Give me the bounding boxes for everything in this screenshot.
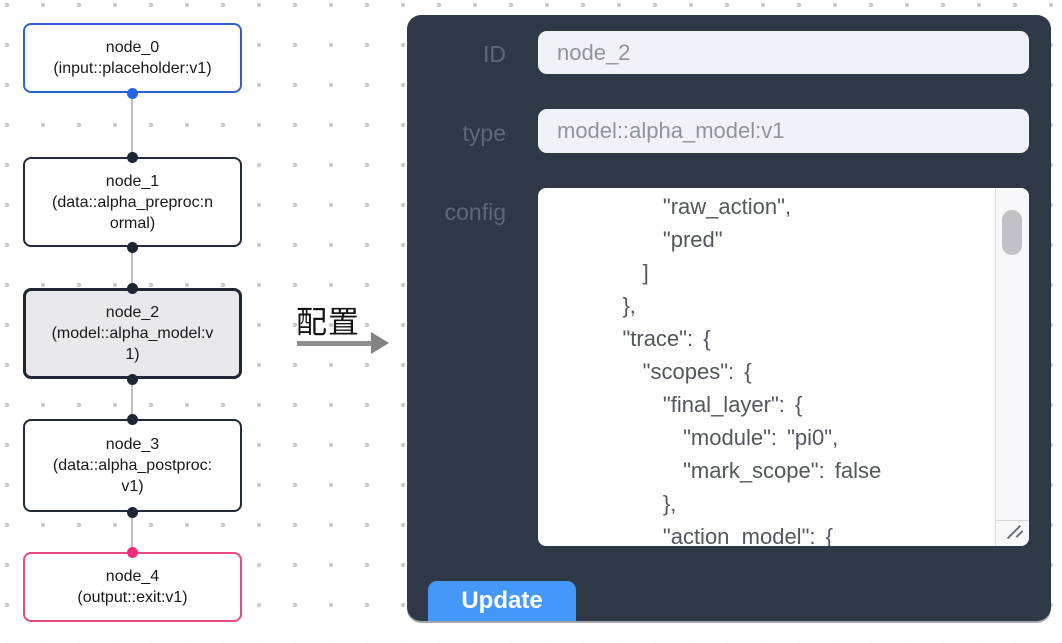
- update-button[interactable]: Update: [428, 581, 576, 621]
- edge-node0-node1: [131, 93, 133, 157]
- input-port-icon[interactable]: [126, 151, 138, 163]
- node-subtitle: (data::alpha_preproc:normal): [52, 193, 213, 232]
- node-subtitle: (output::exit:v1): [77, 589, 188, 606]
- edge-node2-node3: [131, 379, 133, 419]
- scrollbar-thumb[interactable]: [1002, 210, 1022, 255]
- graph-node-node_4[interactable]: node_4 (output::exit:v1): [23, 552, 242, 622]
- arrow-head-icon: [371, 332, 389, 354]
- node-title: node_2: [105, 304, 160, 321]
- config-editor[interactable]: "raw_action", "pred" ] }, "trace": { "sc…: [538, 188, 1029, 546]
- arrow-right-icon: [297, 341, 373, 346]
- node-subtitle: (data::alpha_postproc:v1): [52, 457, 213, 495]
- node-subtitle: (model::alpha_model:v1): [51, 325, 214, 363]
- output-port-icon[interactable]: [126, 87, 138, 99]
- type-field-label: type: [462, 120, 506, 146]
- output-port-icon[interactable]: [126, 373, 138, 385]
- graph-node-node_3[interactable]: node_3 (data::alpha_postproc:v1): [23, 419, 242, 512]
- id-input[interactable]: [538, 31, 1029, 74]
- scrollbar-divider: [995, 520, 1029, 521]
- output-port-icon[interactable]: [126, 241, 138, 253]
- edge-node1-node2: [131, 247, 133, 288]
- config-json-text[interactable]: "raw_action", "pred" ] }, "trace": { "sc…: [622, 194, 882, 546]
- type-input[interactable]: [538, 109, 1029, 153]
- id-field-label: ID: [483, 41, 506, 67]
- input-port-icon[interactable]: [126, 413, 138, 425]
- node-subtitle: (input::placeholder:v1): [53, 60, 212, 77]
- input-port-icon[interactable]: [126, 546, 138, 558]
- output-port-icon[interactable]: [126, 506, 138, 518]
- node-title: node_3: [105, 436, 160, 453]
- transition-label: 配置: [296, 305, 360, 340]
- graph-node-node_0[interactable]: node_0 (input::placeholder:v1): [23, 23, 242, 93]
- node-title: node_0: [105, 39, 160, 56]
- node-title: node_4: [105, 568, 160, 585]
- graph-node-node_2-selected[interactable]: node_2 (model::alpha_model:v1): [23, 288, 242, 379]
- node-config-panel: ID type config "raw_action", "pred" ] },…: [407, 15, 1051, 621]
- resize-handle-icon[interactable]: [1004, 524, 1026, 540]
- input-port-icon[interactable]: [126, 282, 138, 294]
- graph-node-node_1[interactable]: node_1 (data::alpha_preproc:normal): [23, 157, 242, 247]
- edge-node3-node4: [131, 512, 133, 552]
- config-field-label: config: [444, 199, 506, 225]
- node-title: node_1: [105, 172, 160, 190]
